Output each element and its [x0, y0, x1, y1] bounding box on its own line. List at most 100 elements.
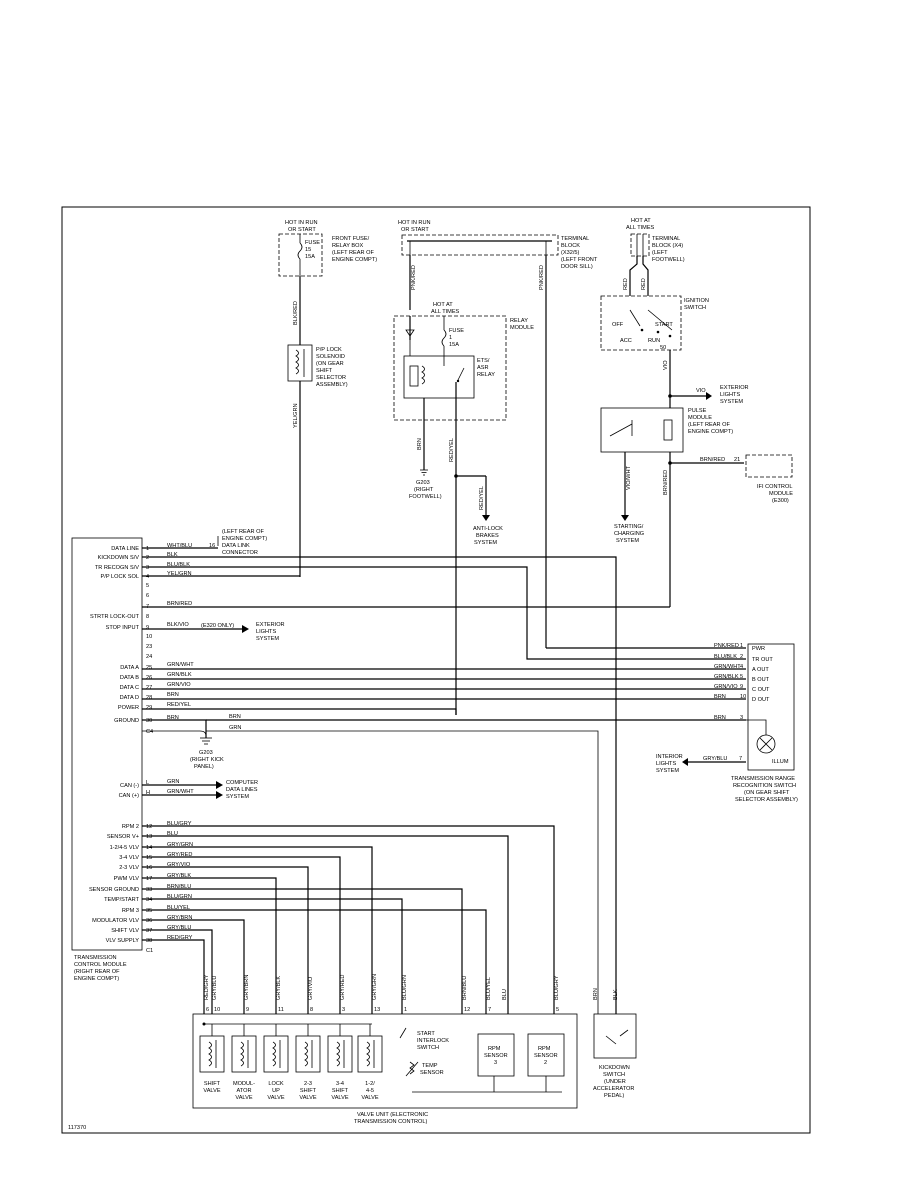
tcm-pin-number: 5: [146, 583, 149, 589]
kickdown-3: (UNDER: [604, 1079, 626, 1085]
ifi-label-3: (E300): [772, 498, 789, 504]
valve-wire-label: BLU/YEL: [486, 977, 492, 1000]
tcm-pin-number: 25: [146, 665, 152, 671]
temp-sensor-2: SENSOR: [420, 1070, 444, 1076]
ext-lights-top-1: EXTERIOR: [720, 385, 749, 391]
tcm-lower-name: PWM VLV: [114, 876, 140, 882]
diode-symbol: [405, 329, 415, 337]
valve-pin: 6: [206, 1007, 209, 1013]
tcm-lower-wire: GRY/RED: [167, 852, 192, 858]
valve-pin: 1: [404, 1007, 407, 1013]
tcm-lower-name: RPM 3: [122, 908, 139, 914]
tcm-pin-name: DATA C: [120, 685, 139, 691]
valve-wire-label: RED/GRY: [204, 974, 210, 1000]
kickdown-box: [593, 1013, 637, 1059]
tcm-lower-pin: 34: [146, 897, 152, 903]
solenoid-box: [327, 1035, 353, 1073]
tcm-pin-name: DATA D: [120, 695, 139, 701]
ets-asr-relay-box: [403, 355, 475, 399]
valve-component-label: VALVE: [331, 1095, 348, 1101]
g203-a-1: G203: [416, 480, 430, 486]
solenoid-box: [357, 1035, 383, 1073]
valve-component-label: SHIFT: [204, 1081, 221, 1087]
valve-unit: SHIFTVALVEMODUL-ATORVALVELOCKUPVALVE2-3S…: [192, 1013, 578, 1125]
tcm-lower-pin: 15: [146, 855, 152, 861]
kickdown-1: KICKDOWN: [599, 1065, 630, 1071]
ifi-module-outline: [745, 454, 793, 478]
stop-input-arrow: (E320 ONLY) EXTERIOR LIGHTS SYSTEM: [142, 622, 285, 642]
valve-component-label: SHIFT: [332, 1088, 349, 1094]
trs-pin: 10: [740, 694, 746, 700]
trs-pin-name: TR OUT: [752, 657, 773, 663]
trs-pin: 9: [740, 684, 743, 690]
ign-label-1: IGNITION: [684, 298, 709, 304]
tcm-wire-label: WHT/BLU: [167, 543, 192, 549]
dlc-label-2: ENGINE COMPT): [222, 536, 267, 542]
tcm-lower-wire: BLU/YEL: [167, 905, 190, 911]
tcm-lower-pin: 33: [146, 887, 152, 893]
tb-a-outline: [401, 234, 559, 256]
valve-component-label: VALVE: [235, 1095, 252, 1101]
valve-component-label: VALVE: [203, 1088, 220, 1094]
pp-solenoid-label-6: ASSEMBLY): [316, 382, 348, 388]
valve-pin: 8: [310, 1007, 313, 1013]
valve-wire-label: BLU/GRN: [402, 975, 408, 1000]
tcm-can-name: CAN (-): [120, 783, 139, 789]
ign-label-2: SWITCH: [684, 305, 706, 311]
pp-solenoid-label-4: SHIFT: [316, 368, 333, 374]
valve-wire-label: BLU/GRY: [554, 975, 560, 1000]
tcm-pin-number: 30: [146, 718, 152, 724]
relay-name-2: ASR: [477, 365, 489, 371]
fuse-15-label-1: FUSE: [305, 240, 320, 246]
tb-b-loc-4: FOOTWELL): [652, 257, 685, 263]
tcm-pin-name: STRTR LOCK-OUT: [90, 614, 140, 620]
fuse-box-outline: [278, 233, 323, 277]
ignition-switch-outline: [600, 295, 682, 351]
wire-yel-grn: YEL/GRN: [293, 403, 299, 428]
relay-contact: [457, 367, 465, 381]
data-link-connector: (LEFT REAR OF ENGINE COMPT) DATA LINK CO…: [209, 529, 267, 556]
front-fuse-relay-box: HOT IN RUN OR START FUSE 15 15A FRONT FU…: [278, 220, 377, 345]
g203-b-2: (RIGHT KICK: [190, 757, 224, 763]
tcm-pin-number: 9: [146, 625, 149, 631]
wire-pwm-vlv: [142, 877, 277, 1014]
tcm-pin-name: P/P LOCK SOL: [101, 574, 139, 580]
tb-a-header-2: OR START: [401, 227, 429, 233]
ext-mid-2: LIGHTS: [256, 629, 276, 635]
wire-23-vlv: [142, 866, 309, 1014]
ign-pos-acc: ACC: [620, 338, 632, 344]
tcm-wire-label: BLU/BLK: [167, 562, 190, 568]
valve-wire-label: BLU: [502, 989, 508, 1000]
relay-fuse-1: FUSE: [449, 328, 464, 334]
valve-pin: 10: [214, 1007, 220, 1013]
trs-pin-name: C OUT: [752, 687, 770, 693]
relay-fuse-3: 15A: [449, 342, 459, 348]
tcm-lower-wire: GRY/GRN: [167, 842, 193, 848]
tb-a-loc-1: TERMINAL: [561, 236, 589, 242]
tcm-can-wire: GRN/WHT: [167, 789, 194, 795]
fuse-15-label-3: 15A: [305, 254, 315, 260]
relay-name-1: ETS/: [477, 358, 490, 364]
ext-mid-3: SYSTEM: [256, 636, 279, 642]
tcm-wire-label: BRN: [167, 715, 179, 721]
rpm3-3: 3: [494, 1060, 497, 1066]
abs-label-1: ANTI-LOCK: [473, 526, 503, 532]
valve-component-label: VALVE: [299, 1095, 316, 1101]
trs-wire-label: BRN: [714, 694, 726, 700]
tb-a-loc-4: (LEFT FRONT: [561, 257, 598, 263]
tcm-pin-number: C4: [146, 729, 153, 735]
pp-solenoid-label-2: SOLENOID: [316, 354, 345, 360]
wire-brn-relay: BRN: [417, 438, 423, 450]
tcm-pin-number: 28: [146, 695, 152, 701]
kickdown-4: ACCELERATOR: [593, 1086, 634, 1092]
fuse-box-header-1: HOT IN RUN: [285, 220, 318, 226]
terminal-block-x4: HOT AT ALL TIMES TERMINAL BLOCK (X4) (LE…: [600, 218, 749, 408]
abs-label-2: BRAKES: [476, 533, 499, 539]
tcm-label-2: CONTROL MODULE: [74, 962, 127, 968]
trs-illum-wire: GRY/BLU: [703, 756, 727, 762]
tcm-pin-number: 29: [146, 705, 152, 711]
tcm-pin-name: GROUND: [114, 718, 139, 724]
